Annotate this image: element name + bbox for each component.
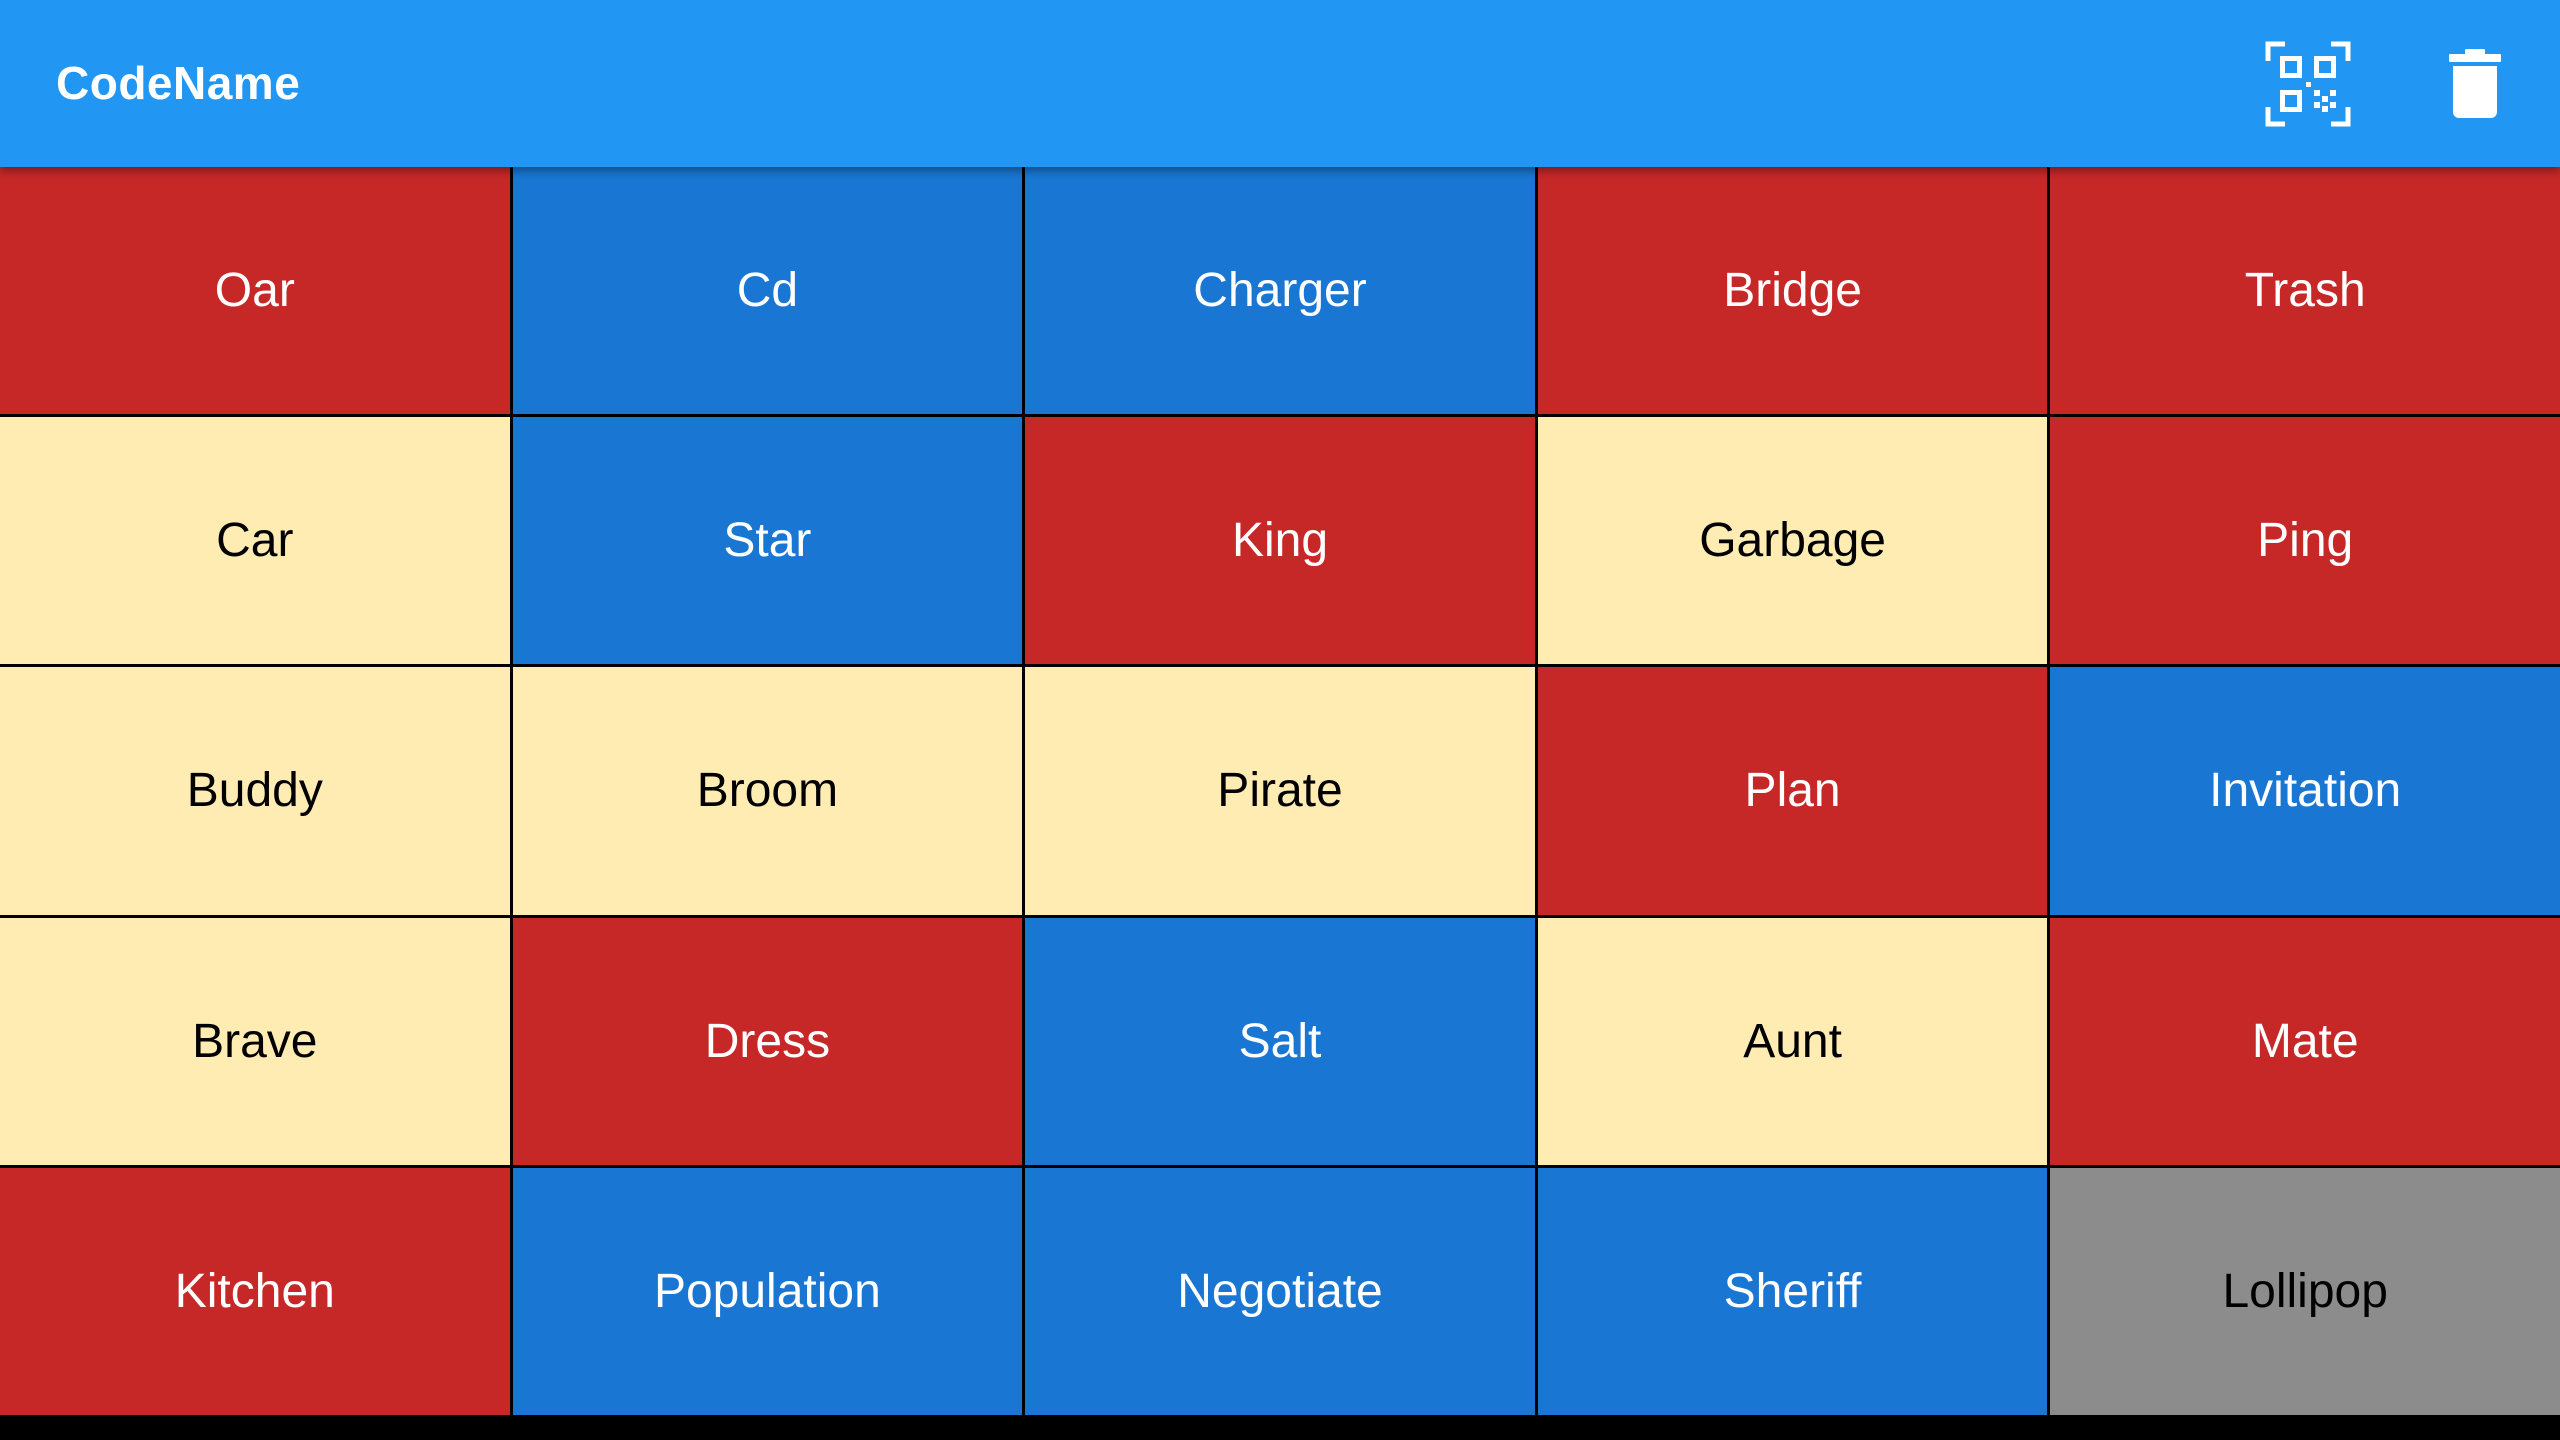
word-card-label: Buddy: [186, 764, 323, 818]
word-card-label: Charger: [1193, 264, 1367, 318]
word-card-label: Dress: [704, 1014, 831, 1068]
word-card-label: Aunt: [1743, 1014, 1842, 1068]
word-card-label: Ping: [2257, 514, 2354, 568]
word-card[interactable]: Population: [512, 1167, 1023, 1415]
word-card-label: Kitchen: [174, 1264, 335, 1318]
word-card-label: Brave: [192, 1014, 318, 1068]
word-card[interactable]: Mate: [2050, 917, 2560, 1165]
word-card[interactable]: Buddy: [0, 667, 510, 915]
word-card[interactable]: Bridge: [1537, 167, 2048, 415]
word-card-label: Salt: [1238, 1014, 1322, 1068]
word-card[interactable]: King: [1025, 417, 1535, 665]
word-card-label: Mate: [2251, 1014, 2359, 1068]
word-card[interactable]: Negotiate: [1025, 1167, 1535, 1415]
word-card-label: Pirate: [1217, 764, 1343, 818]
word-card[interactable]: Trash: [2050, 167, 2560, 415]
word-card[interactable]: Sheriff: [1537, 1167, 2048, 1415]
word-card[interactable]: Cd: [512, 167, 1023, 415]
word-card-label: Garbage: [1699, 514, 1886, 568]
word-card[interactable]: Plan: [1537, 667, 2048, 915]
word-card[interactable]: Lollipop: [2050, 1167, 2560, 1415]
word-card-label: Population: [653, 1264, 881, 1318]
qr-scan-button[interactable]: [2250, 26, 2365, 141]
word-card-label: Sheriff: [1723, 1264, 1862, 1318]
system-nav-bar: [0, 1415, 2560, 1440]
word-card[interactable]: Kitchen: [0, 1167, 510, 1415]
word-card[interactable]: Pirate: [1025, 667, 1535, 915]
word-card-label: Invitation: [2209, 764, 2402, 818]
app-title: CodeName: [56, 57, 301, 109]
word-card[interactable]: Car: [0, 417, 510, 665]
word-card[interactable]: Ping: [2050, 417, 2560, 665]
word-card[interactable]: Dress: [512, 917, 1023, 1165]
word-grid: Oar Cd Charger Bridge Trash Car Star Kin…: [0, 167, 2560, 1415]
word-card-label: Plan: [1744, 764, 1841, 818]
word-card-label: Oar: [214, 264, 295, 318]
word-card[interactable]: Garbage: [1537, 417, 2048, 665]
word-card[interactable]: Brave: [0, 917, 510, 1165]
word-card[interactable]: Salt: [1025, 917, 1535, 1165]
word-card[interactable]: Aunt: [1537, 917, 2048, 1165]
qr-code-scan-icon: [2265, 41, 2350, 126]
word-card[interactable]: Charger: [1025, 167, 1535, 415]
word-card-label: Car: [216, 514, 294, 568]
word-card-label: Negotiate: [1177, 1264, 1383, 1318]
trash-icon: [2448, 48, 2501, 118]
word-card-label: Bridge: [1723, 264, 1862, 318]
word-card[interactable]: Invitation: [2050, 667, 2560, 915]
word-card-label: Broom: [696, 764, 839, 818]
word-card-label: Trash: [2244, 264, 2366, 318]
word-card-label: King: [1231, 514, 1329, 568]
word-card-label: Star: [723, 514, 812, 568]
word-card-label: Lollipop: [2222, 1264, 2388, 1318]
word-card-label: Cd: [736, 264, 799, 318]
word-card[interactable]: Star: [512, 417, 1023, 665]
app-bar: CodeName: [0, 0, 2560, 167]
word-card[interactable]: Oar: [0, 167, 510, 415]
delete-button[interactable]: [2417, 26, 2532, 141]
word-card[interactable]: Broom: [512, 667, 1023, 915]
